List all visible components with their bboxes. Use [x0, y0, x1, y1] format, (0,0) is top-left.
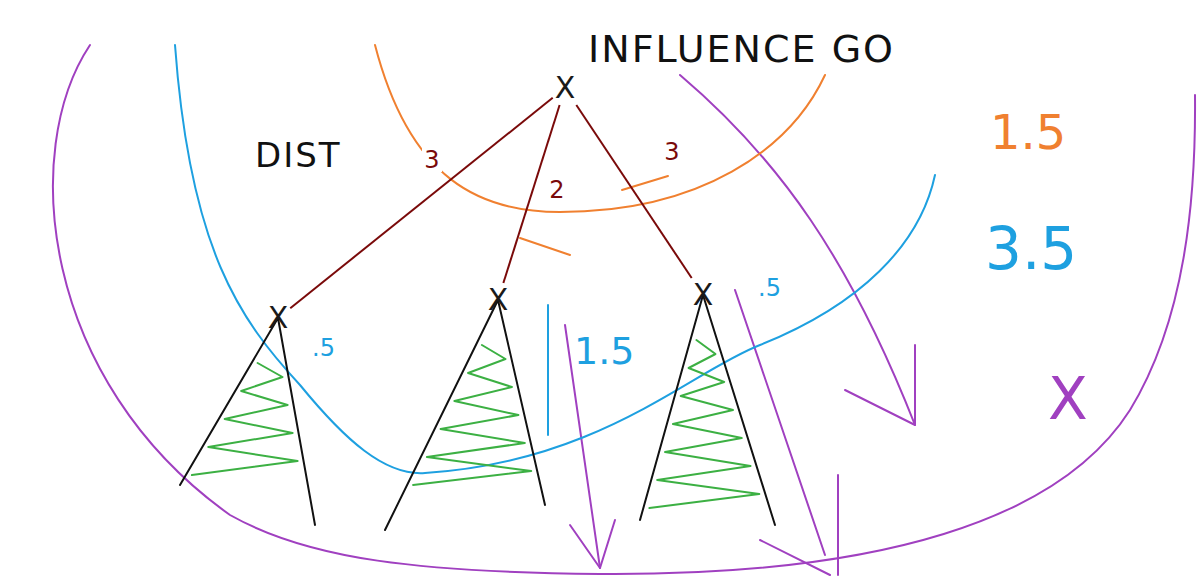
- cross-mark: X: [268, 303, 289, 333]
- blue-value: 1.5: [574, 332, 634, 370]
- orange-value: 1.5: [990, 108, 1066, 156]
- cross-node: X: [486, 283, 511, 317]
- edge-weight: 2: [547, 178, 566, 202]
- side-note: DIST: [255, 138, 342, 172]
- cross-node: X: [691, 278, 716, 312]
- cross-mark: X: [555, 73, 576, 103]
- tree-edge: [576, 105, 691, 278]
- cross-node: X: [553, 71, 578, 105]
- edge-weight: 3: [662, 140, 681, 164]
- cross-node: X: [266, 301, 291, 335]
- blue-value: 3.5: [985, 220, 1077, 278]
- title-note: INFLUENCE GO: [588, 30, 895, 68]
- blue-value: .5: [758, 276, 781, 300]
- cross-mark: X: [693, 280, 714, 310]
- purple-mark: X: [1048, 370, 1088, 428]
- zigzag-stroke: [649, 340, 759, 508]
- zigzag-stroke: [413, 345, 531, 485]
- blue-value: .5: [312, 336, 335, 360]
- zigzag-stroke: [192, 363, 298, 475]
- cross-mark: X: [488, 285, 509, 315]
- edge-weight: 3: [422, 148, 441, 172]
- tree-edge: [290, 98, 552, 308]
